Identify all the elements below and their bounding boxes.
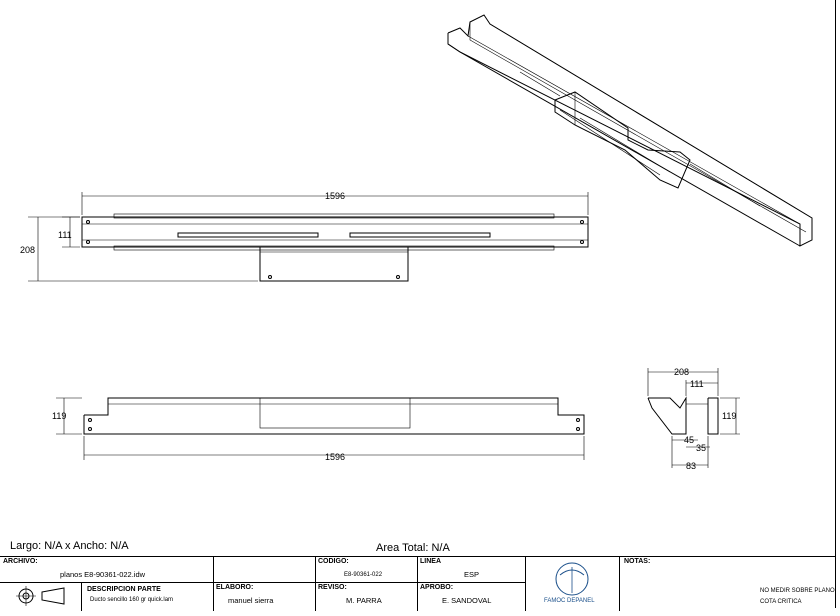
largo-ancho-text: Largo: N/A x Ancho: N/A bbox=[10, 540, 129, 552]
note-no-medir: NO MEDIR SOBRE PLANO bbox=[760, 588, 835, 594]
note-cota-critica: COTA CRITICA bbox=[760, 599, 802, 605]
linea-cell: LINEA ESP bbox=[418, 557, 526, 583]
archivo-cell: ARCHIVO: planos E8-90361-022.idw bbox=[0, 557, 214, 583]
elaboro-label: ELABORO: bbox=[216, 584, 254, 591]
notas-cell: NOTAS: NO MEDIR SOBRE PLANO COTA CRITICA bbox=[620, 557, 836, 611]
blank-cell bbox=[214, 557, 316, 583]
codigo-cell: CODIGO: E8-90361-022 bbox=[316, 557, 418, 583]
side-view: 1596 119 bbox=[52, 397, 585, 462]
elaboro-cell: ELABORO: manuel sierra bbox=[214, 583, 316, 611]
notas-label: NOTAS: bbox=[624, 558, 651, 565]
dim-top-height: 208 bbox=[20, 245, 35, 255]
logo-text: FAMOC DEPANEL bbox=[544, 598, 595, 604]
codigo-label: CODIGO: bbox=[318, 558, 349, 565]
archivo-label: ARCHIVO: bbox=[3, 558, 38, 565]
company-logo-icon bbox=[555, 562, 589, 596]
aprobo-cell: APROBO: E. SANDOVAL bbox=[418, 583, 526, 611]
descripcion-label: DESCRIPCION PARTE bbox=[87, 586, 161, 593]
dim-section-d3: 83 bbox=[686, 461, 696, 471]
linea-label: LINEA bbox=[420, 558, 441, 565]
aprobo-value: E. SANDOVAL bbox=[442, 596, 492, 605]
dim-section-inner: 111 bbox=[690, 379, 704, 389]
archivo-value: planos E8-90361-022.idw bbox=[60, 570, 146, 579]
section-view: 208 111 119 45 35 83 bbox=[647, 367, 740, 471]
dim-section-d2: 35 bbox=[696, 443, 706, 453]
aprobo-label: APROBO: bbox=[420, 584, 454, 591]
descripcion-cell: DESCRIPCION PARTE Ducto sencillo 160 gr … bbox=[82, 583, 214, 611]
technical-drawing: 1596 208 111 1596 119 208 bbox=[20, 14, 813, 471]
dim-side-length: 1596 bbox=[325, 452, 345, 462]
area-total-text: Area Total: N/A bbox=[376, 542, 450, 554]
dim-top-inner: 111 bbox=[58, 230, 72, 240]
descripcion-value: Ducto sencillo 160 gr quick.lam bbox=[90, 597, 174, 603]
projection-symbol-icon bbox=[16, 586, 65, 606]
isometric-view bbox=[447, 14, 813, 247]
top-view: 1596 208 111 bbox=[20, 191, 589, 282]
reviso-label: REVISO: bbox=[318, 584, 347, 591]
projection-symbol-cell bbox=[0, 583, 82, 611]
reviso-cell: REVISO: M. PARRA bbox=[316, 583, 418, 611]
dim-section-overall: 208 bbox=[674, 367, 689, 377]
dim-section-d1: 45 bbox=[684, 435, 694, 445]
dim-side-height: 119 bbox=[52, 411, 66, 421]
reviso-value: M. PARRA bbox=[346, 596, 382, 605]
linea-value: ESP bbox=[464, 570, 480, 579]
logo-cell: FAMOC DEPANEL bbox=[526, 557, 620, 611]
elaboro-value: manuel sierra bbox=[228, 596, 274, 605]
dim-top-length: 1596 bbox=[325, 191, 345, 201]
title-block: ARCHIVO: planos E8-90361-022.idw DESCRIP… bbox=[0, 556, 836, 611]
codigo-value: E8-90361-022 bbox=[344, 572, 383, 578]
dim-section-height: 119 bbox=[722, 411, 736, 421]
